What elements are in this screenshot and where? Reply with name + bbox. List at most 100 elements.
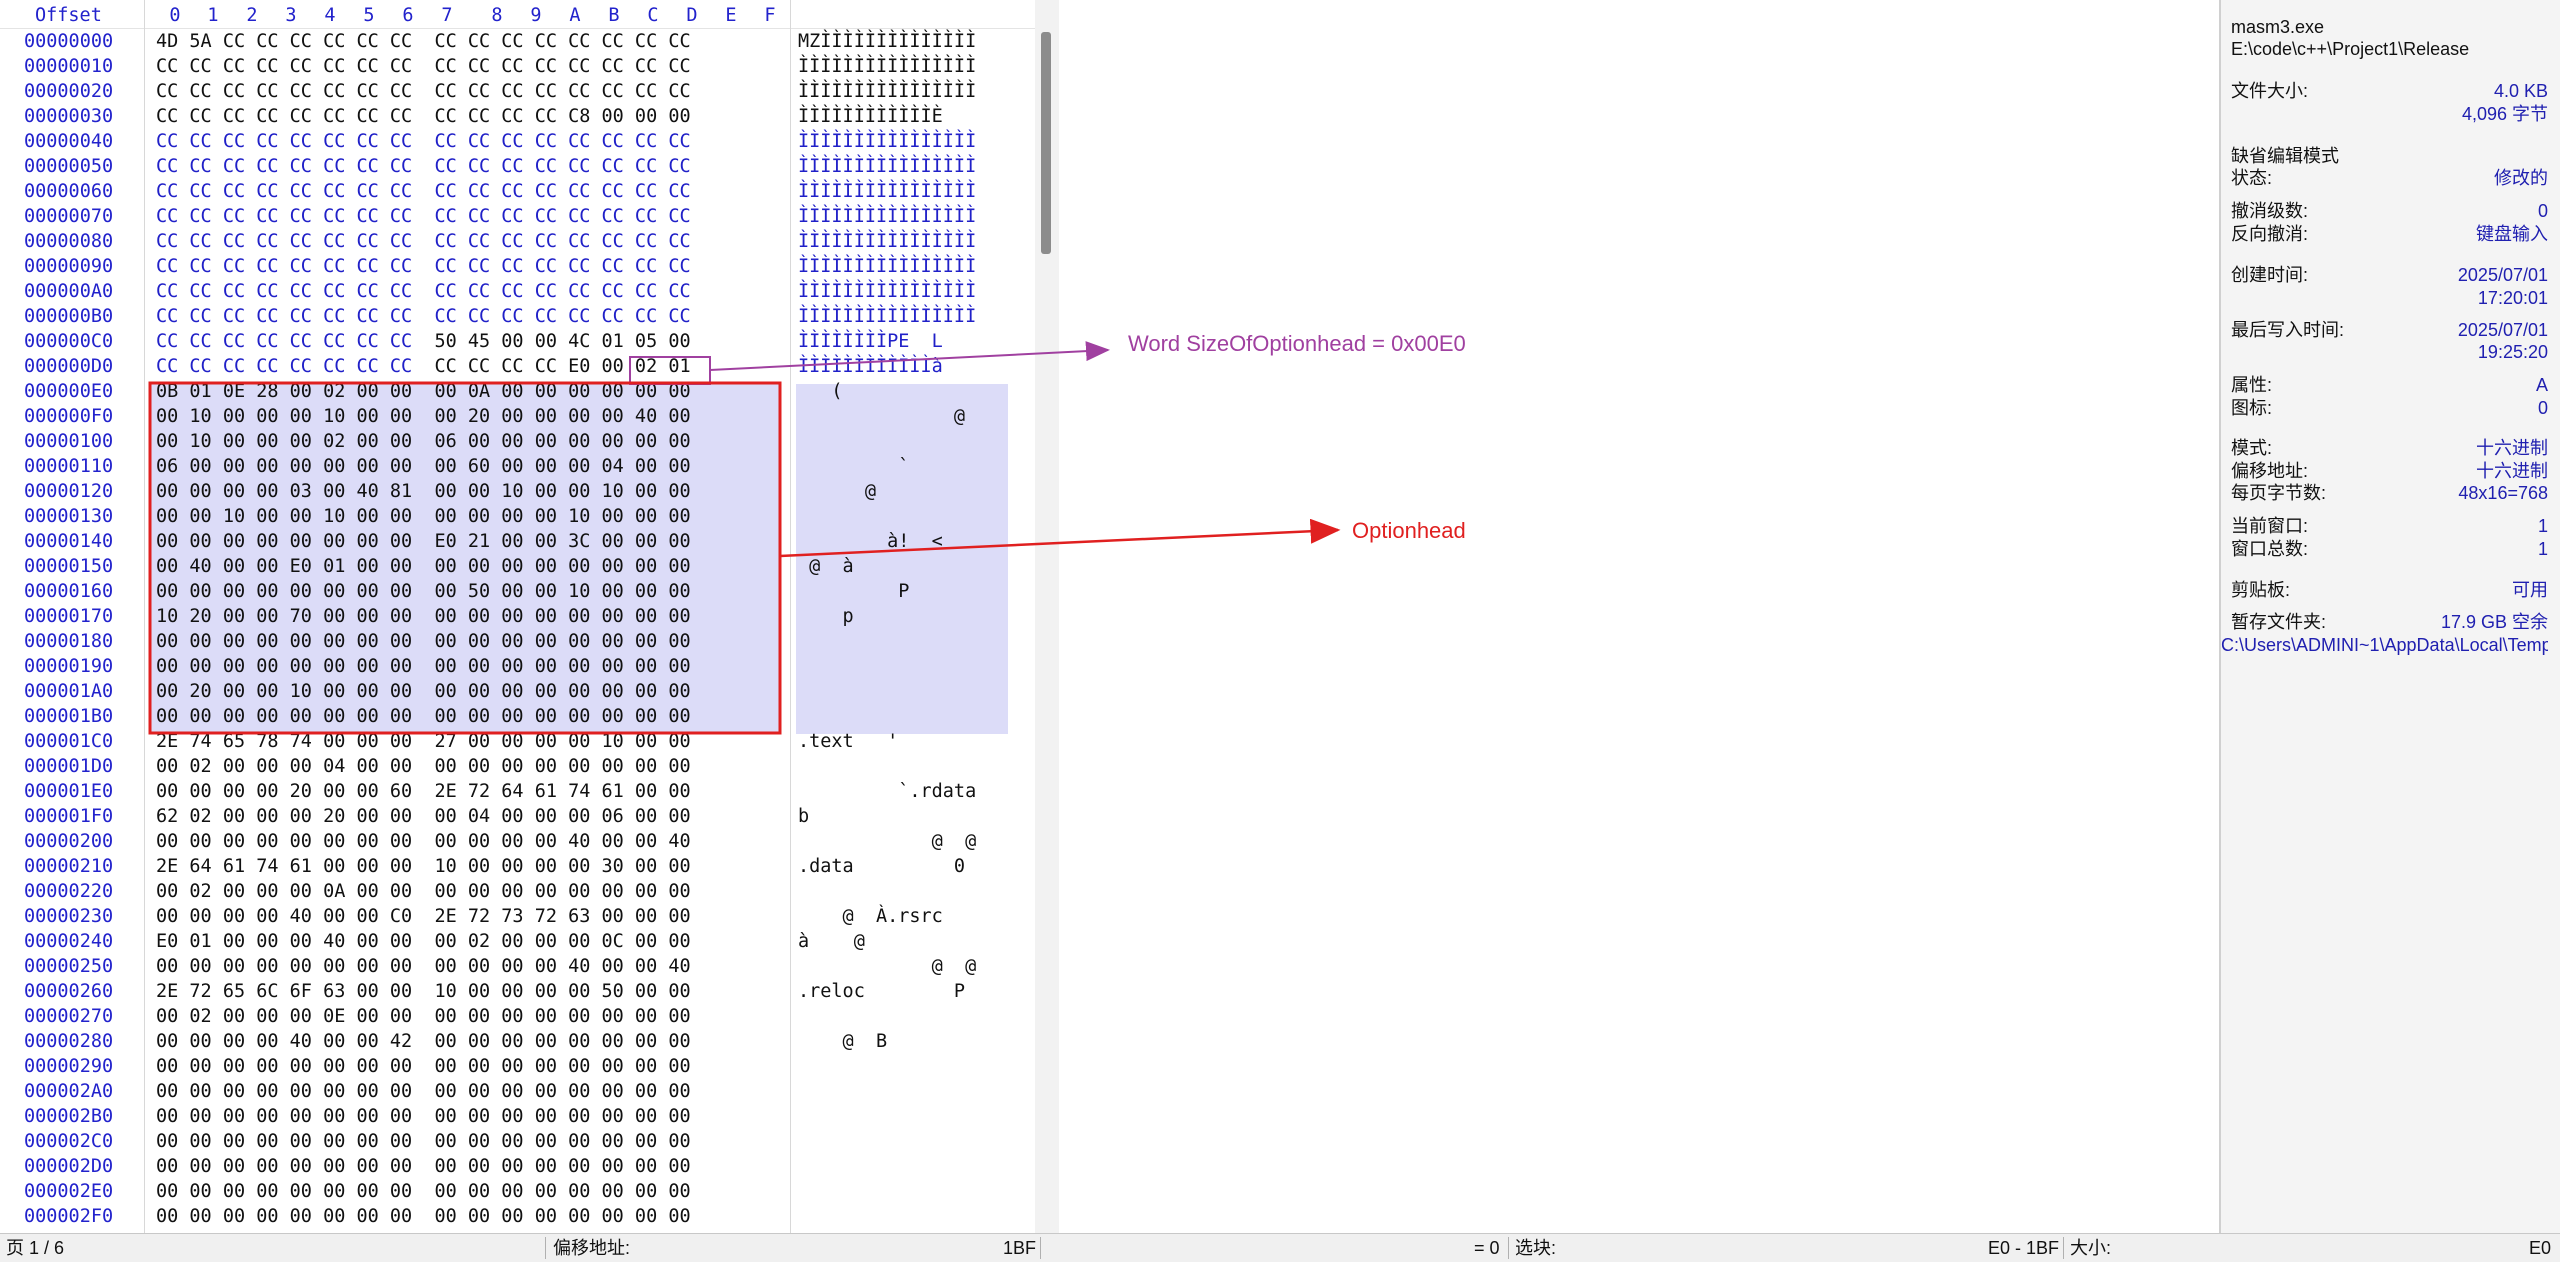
row-ascii[interactable]: ÌÌÌÌÌÌÌÌÌÌÌÌÌÌÌÌ — [798, 156, 977, 177]
row-hex-bytes[interactable]: 00 00 00 00 40 00 00 42 00 00 00 00 00 0… — [156, 1031, 691, 1052]
ascii-divider — [790, 0, 791, 1233]
optionhead-label: Optionhead — [1352, 518, 1466, 543]
row-hex-bytes[interactable]: 0B 01 0E 28 00 02 00 00 00 0A 00 00 00 0… — [156, 381, 691, 402]
row-hex-bytes[interactable]: 2E 64 61 74 61 00 00 00 10 00 00 00 00 3… — [156, 856, 691, 877]
row-ascii[interactable]: ÌÌÌÌÌÌÌÌPE L — [798, 331, 943, 352]
row-ascii[interactable]: MZÌÌÌÌÌÌÌÌÌÌÌÌÌÌ — [798, 31, 977, 52]
row-hex-bytes[interactable]: 00 00 00 00 00 00 00 00 00 00 00 00 00 0… — [156, 1106, 691, 1127]
status-block-label: 选块: — [1515, 1238, 1557, 1258]
row-ascii[interactable]: ÌÌÌÌÌÌÌÌÌÌÌÌÈ — [798, 106, 943, 127]
row-hex-bytes[interactable]: CC CC CC CC CC CC CC CC 50 45 00 00 4C 0… — [156, 331, 691, 352]
row-hex-bytes[interactable]: 00 00 00 00 00 00 00 00 00 00 00 00 00 0… — [156, 1181, 691, 1202]
row-ascii[interactable]: @ — [798, 406, 966, 427]
status-divider — [545, 1237, 546, 1259]
row-hex-bytes[interactable]: 00 02 00 00 00 04 00 00 00 00 00 00 00 0… — [156, 756, 691, 777]
row-hex-bytes[interactable]: CC CC CC CC CC CC CC CC CC CC CC CC CC C… — [156, 306, 691, 327]
row-hex-bytes[interactable]: 00 02 00 00 00 0A 00 00 00 00 00 00 00 0… — [156, 881, 691, 902]
row-hex-bytes[interactable]: E0 01 00 00 00 40 00 00 00 02 00 00 00 0… — [156, 931, 691, 952]
row-hex-bytes[interactable]: 00 00 00 00 00 00 00 00 00 00 00 00 00 0… — [156, 1131, 691, 1152]
row-hex-bytes[interactable]: CC CC CC CC CC CC CC CC CC CC CC CC C8 0… — [156, 106, 691, 127]
row-ascii[interactable]: ÌÌÌÌÌÌÌÌÌÌÌÌÌÌÌÌ — [798, 231, 977, 252]
row-hex-bytes[interactable]: CC CC CC CC CC CC CC CC CC CC CC CC CC C… — [156, 156, 691, 177]
row-offset: 00000130 — [24, 506, 114, 527]
row-ascii[interactable]: p — [798, 606, 854, 627]
row-ascii[interactable]: P — [798, 581, 910, 602]
row-ascii[interactable]: ` — [798, 456, 910, 477]
row-offset: 00000150 — [24, 556, 114, 577]
row-ascii[interactable]: .reloc P — [798, 981, 966, 1002]
row-hex-bytes[interactable]: 00 00 00 00 00 00 00 00 00 00 00 00 40 0… — [156, 956, 691, 977]
row-hex-bytes[interactable]: 00 20 00 00 10 00 00 00 00 00 00 00 00 0… — [156, 681, 691, 702]
row-ascii[interactable]: à @ — [798, 931, 865, 952]
row-offset: 00000190 — [24, 656, 114, 677]
row-hex-bytes[interactable]: CC CC CC CC CC CC CC CC CC CC CC CC CC C… — [156, 131, 691, 152]
clipboard-label: 剪贴板: — [2231, 580, 2291, 600]
column-header: 6 — [402, 5, 414, 26]
row-ascii[interactable]: ( — [798, 381, 843, 402]
written-label: 最后写入时间: — [2231, 320, 2345, 340]
row-hex-bytes[interactable]: 00 00 00 00 00 00 00 00 00 00 00 00 00 0… — [156, 1056, 691, 1077]
row-hex-bytes[interactable]: 00 00 00 00 00 00 00 00 00 00 00 00 00 0… — [156, 1206, 691, 1227]
created-label: 创建时间: — [2231, 265, 2309, 285]
row-ascii[interactable]: ÌÌÌÌÌÌÌÌÌÌÌÌÌÌÌÌ — [798, 256, 977, 277]
row-offset: 00000280 — [24, 1031, 114, 1052]
row-hex-bytes[interactable]: CC CC CC CC CC CC CC CC CC CC CC CC CC C… — [156, 56, 691, 77]
row-ascii[interactable]: @ — [798, 481, 876, 502]
row-ascii[interactable]: @ B — [798, 1031, 888, 1052]
row-hex-bytes[interactable]: 62 02 00 00 00 20 00 00 00 04 00 00 00 0… — [156, 806, 691, 827]
row-ascii[interactable]: ÌÌÌÌÌÌÌÌÌÌÌÌÌÌÌÌ — [798, 281, 977, 302]
row-ascii[interactable]: `.rdata — [798, 781, 977, 802]
row-hex-bytes[interactable]: 00 00 00 00 00 00 00 00 00 00 00 00 00 0… — [156, 1081, 691, 1102]
row-hex-bytes[interactable]: 00 00 10 00 00 10 00 00 00 00 00 00 10 0… — [156, 506, 691, 527]
row-hex-bytes[interactable]: 00 10 00 00 00 10 00 00 00 20 00 00 00 0… — [156, 406, 691, 427]
row-ascii[interactable]: ÌÌÌÌÌÌÌÌÌÌÌÌÌÌÌÌ — [798, 306, 977, 327]
row-hex-bytes[interactable]: CC CC CC CC CC CC CC CC CC CC CC CC CC C… — [156, 231, 691, 252]
row-hex-bytes[interactable]: 4D 5A CC CC CC CC CC CC CC CC CC CC CC C… — [156, 31, 691, 52]
row-hex-bytes[interactable]: 00 00 00 00 00 00 00 00 00 50 00 00 10 0… — [156, 581, 691, 602]
row-hex-bytes[interactable]: 00 00 00 00 20 00 00 60 2E 72 64 61 74 6… — [156, 781, 691, 802]
row-ascii[interactable]: @ à — [798, 556, 854, 577]
row-ascii[interactable]: @ @ — [798, 956, 977, 977]
row-hex-bytes[interactable]: CC CC CC CC CC CC CC CC CC CC CC CC CC C… — [156, 81, 691, 102]
row-ascii[interactable]: ÌÌÌÌÌÌÌÌÌÌÌÌÌÌÌÌ — [798, 56, 977, 77]
row-hex-bytes[interactable]: 2E 74 65 78 74 00 00 00 27 00 00 00 00 1… — [156, 731, 691, 752]
row-hex-bytes[interactable]: CC CC CC CC CC CC CC CC CC CC CC CC CC C… — [156, 181, 691, 202]
offset-mode-label: 偏移地址: — [2231, 461, 2309, 481]
row-hex-bytes[interactable]: 00 02 00 00 00 0E 00 00 00 00 00 00 00 0… — [156, 1006, 691, 1027]
row-ascii[interactable]: .data 0 — [798, 856, 966, 877]
row-offset: 00000270 — [24, 1006, 114, 1027]
row-ascii[interactable]: b — [798, 806, 810, 827]
panel-splitter[interactable] — [2219, 0, 2221, 1233]
row-hex-bytes[interactable]: 00 00 00 00 00 00 00 00 00 00 00 00 00 0… — [156, 706, 691, 727]
row-offset: 000001F0 — [24, 806, 114, 827]
row-hex-bytes[interactable]: CC CC CC CC CC CC CC CC CC CC CC CC CC C… — [156, 281, 691, 302]
row-hex-bytes[interactable]: CC CC CC CC CC CC CC CC CC CC CC CC E0 0… — [156, 356, 691, 377]
scrollbar-thumb[interactable] — [1041, 32, 1051, 254]
row-hex-bytes[interactable]: CC CC CC CC CC CC CC CC CC CC CC CC CC C… — [156, 206, 691, 227]
mode-value: 十六进制 — [2476, 438, 2548, 458]
row-hex-bytes[interactable]: 00 00 00 00 40 00 00 C0 2E 72 73 72 63 0… — [156, 906, 691, 927]
row-hex-bytes[interactable]: 00 00 00 00 00 00 00 00 E0 21 00 00 3C 0… — [156, 531, 691, 552]
row-hex-bytes[interactable]: 00 00 00 00 00 00 00 00 00 00 00 00 00 0… — [156, 631, 691, 652]
row-ascii[interactable]: à! < — [798, 531, 943, 552]
row-hex-bytes[interactable]: 00 00 00 00 00 00 00 00 00 00 00 00 00 0… — [156, 656, 691, 677]
row-hex-bytes[interactable]: 00 10 00 00 00 02 00 00 06 00 00 00 00 0… — [156, 431, 691, 452]
row-hex-bytes[interactable]: CC CC CC CC CC CC CC CC CC CC CC CC CC C… — [156, 256, 691, 277]
row-ascii[interactable]: ÌÌÌÌÌÌÌÌÌÌÌÌÌÌÌÌ — [798, 181, 977, 202]
row-ascii[interactable]: ÌÌÌÌÌÌÌÌÌÌÌÌÌÌÌÌ — [798, 131, 977, 152]
row-ascii[interactable]: .text ' — [798, 731, 899, 752]
vertical-scrollbar[interactable] — [1035, 0, 1059, 1233]
row-ascii[interactable]: ÌÌÌÌÌÌÌÌÌÌÌÌà — [798, 356, 943, 377]
row-ascii[interactable]: @ À.rsrc — [798, 906, 943, 927]
row-hex-bytes[interactable]: 00 40 00 00 E0 01 00 00 00 00 00 00 00 0… — [156, 556, 691, 577]
row-ascii[interactable]: ÌÌÌÌÌÌÌÌÌÌÌÌÌÌÌÌ — [798, 81, 977, 102]
row-hex-bytes[interactable]: 00 00 00 00 00 00 00 00 00 00 00 00 00 0… — [156, 1156, 691, 1177]
row-hex-bytes[interactable]: 2E 72 65 6C 6F 63 00 00 10 00 00 00 00 5… — [156, 981, 691, 1002]
row-hex-bytes[interactable]: 06 00 00 00 00 00 00 00 00 60 00 00 00 0… — [156, 456, 691, 477]
row-hex-bytes[interactable]: 00 00 00 00 00 00 00 00 00 00 00 00 40 0… — [156, 831, 691, 852]
row-hex-bytes[interactable]: 10 20 00 00 70 00 00 00 00 00 00 00 00 0… — [156, 606, 691, 627]
row-ascii[interactable]: ÌÌÌÌÌÌÌÌÌÌÌÌÌÌÌÌ — [798, 206, 977, 227]
row-hex-bytes[interactable]: 00 00 00 00 03 00 40 81 00 00 10 00 00 1… — [156, 481, 691, 502]
row-ascii[interactable]: @ @ — [798, 831, 977, 852]
